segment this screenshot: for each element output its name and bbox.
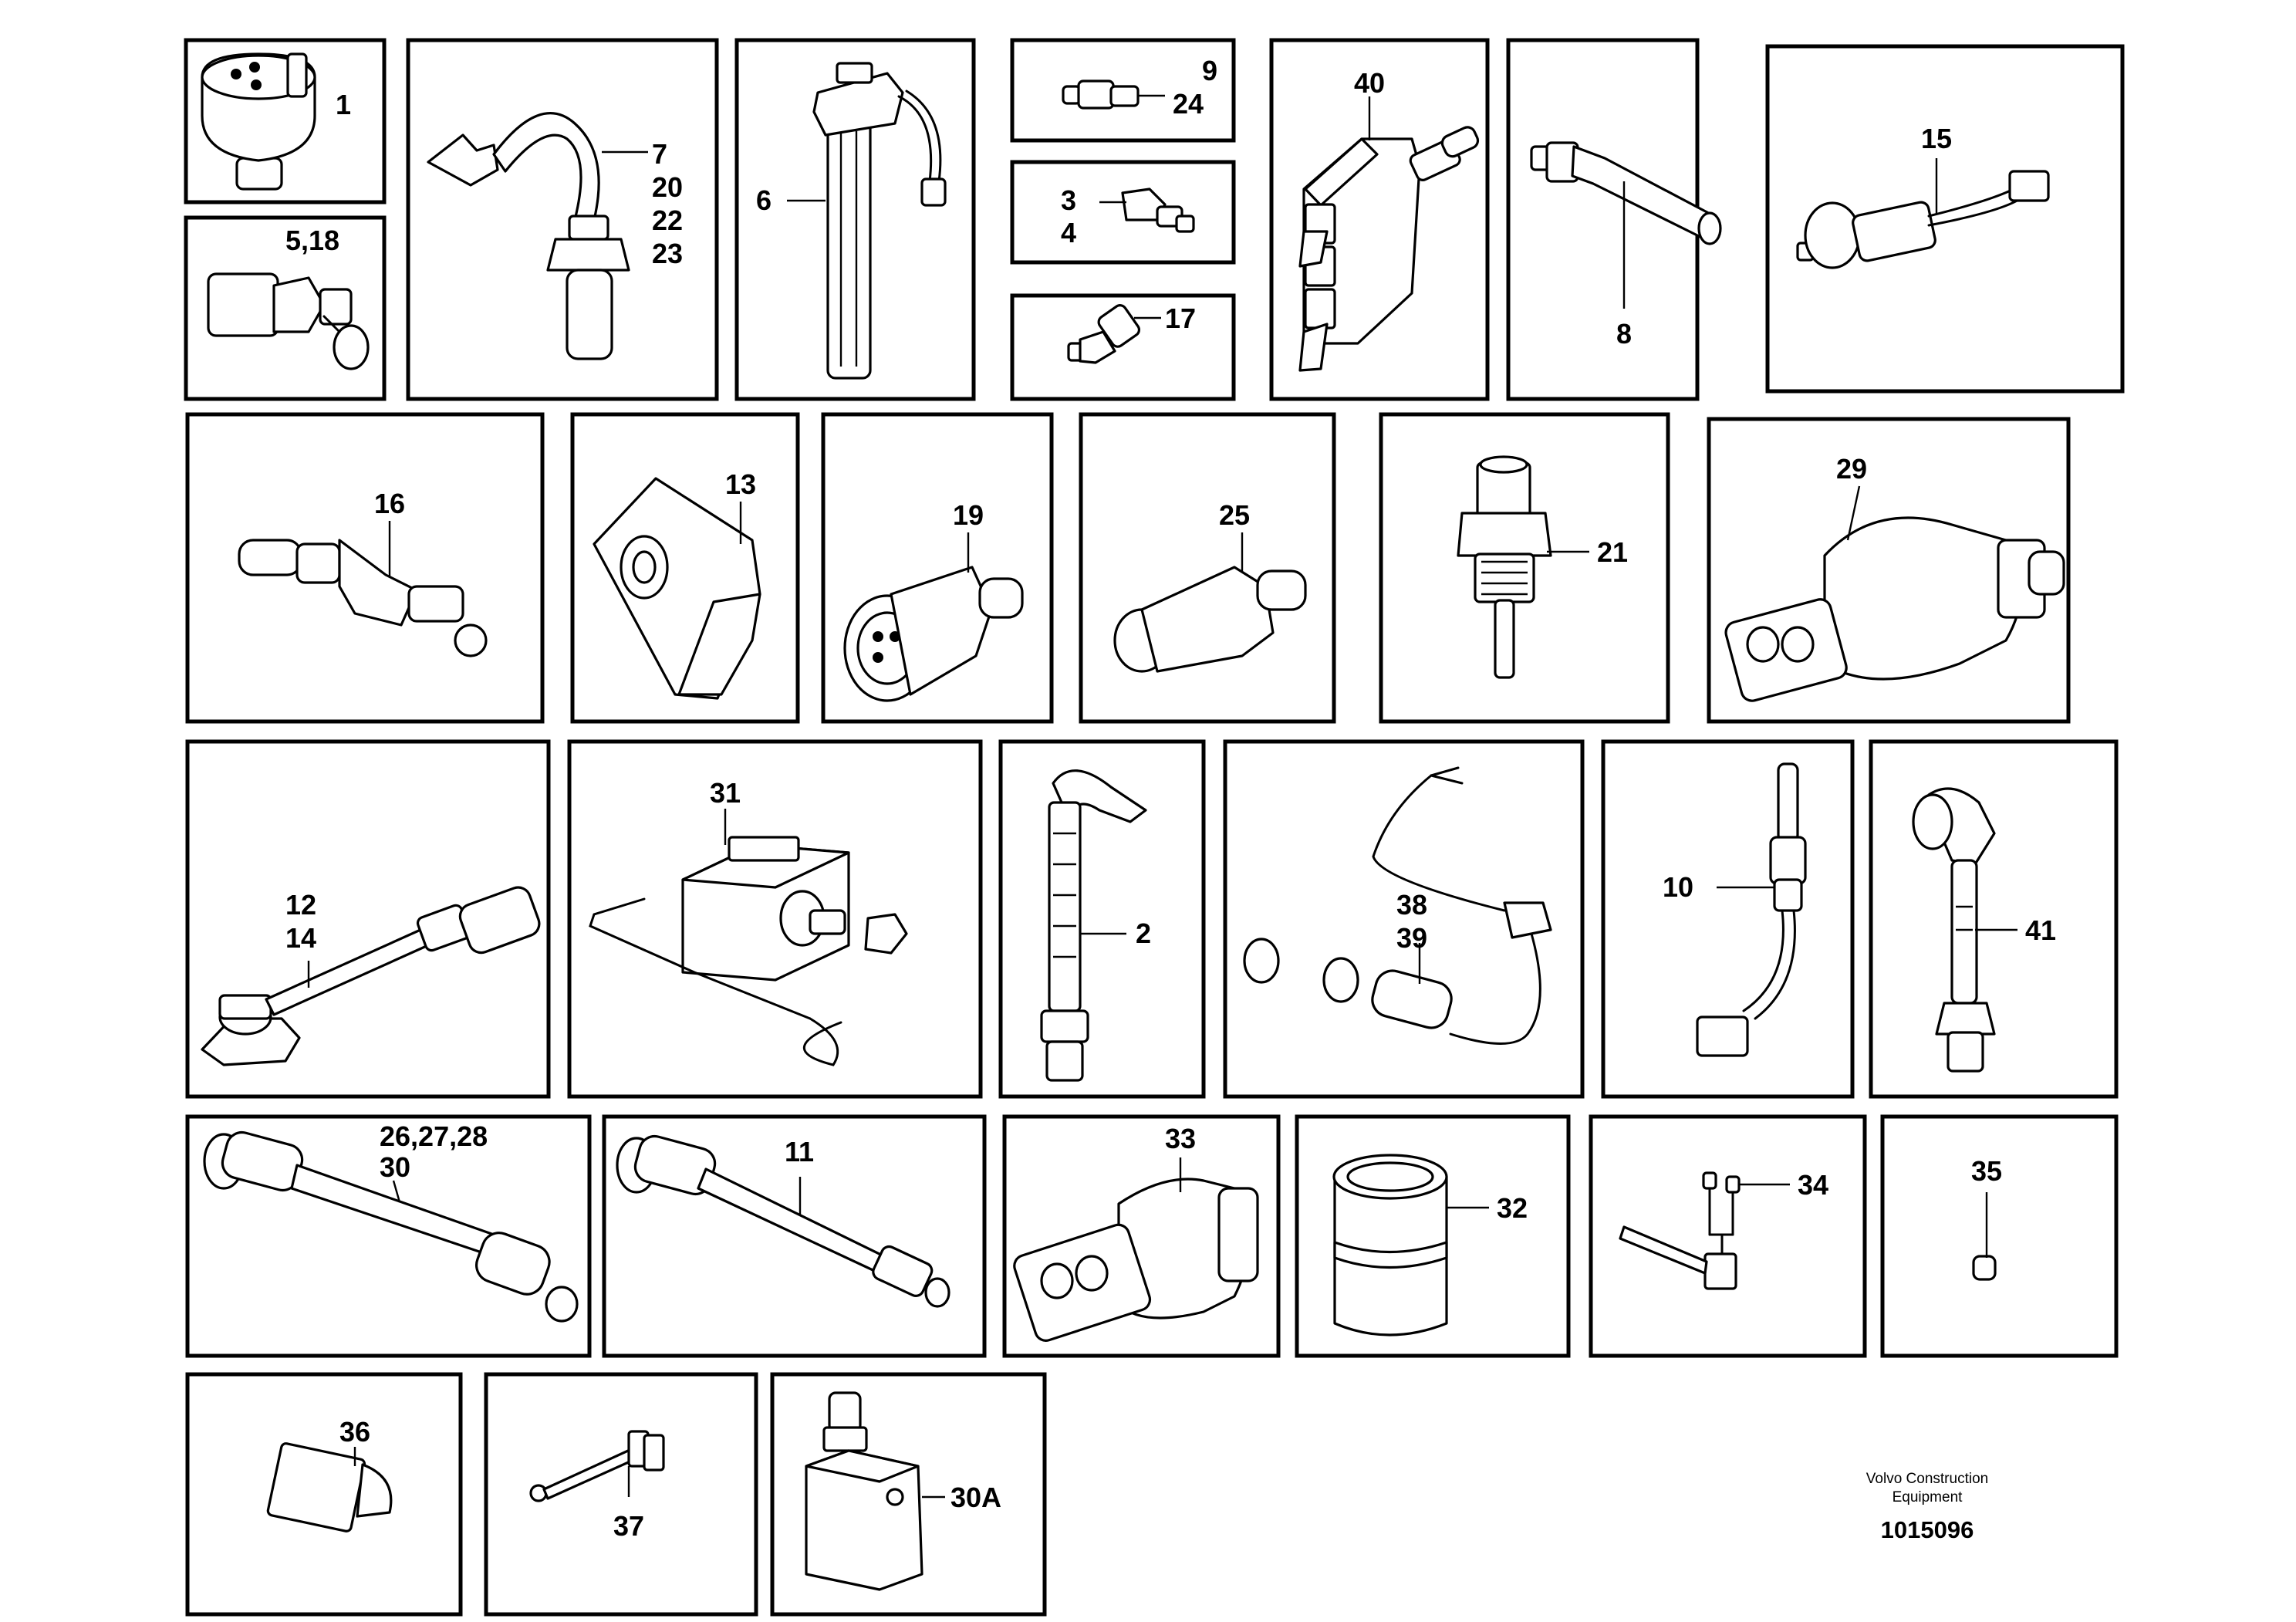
part-26-28-30-sensor-icon bbox=[203, 1130, 579, 1323]
part-37-sensor-icon bbox=[529, 1430, 665, 1502]
callout-14: 14 bbox=[285, 922, 316, 954]
part-1-pressure-switch-icon bbox=[201, 52, 316, 191]
callout-40: 40 bbox=[1354, 67, 1385, 99]
part-5-18-sender-icon bbox=[207, 272, 370, 370]
callout-24: 24 bbox=[1173, 88, 1204, 120]
callout-30a: 30A bbox=[950, 1482, 1001, 1513]
part-36-lens-icon bbox=[266, 1442, 393, 1532]
callout-10: 10 bbox=[1663, 871, 1693, 903]
part-31-thermostat-icon bbox=[589, 809, 908, 1066]
callout-1: 1 bbox=[336, 89, 351, 120]
part-34-sensor-icon bbox=[1619, 1171, 1790, 1290]
part-15-sensor-cable-icon bbox=[1796, 158, 2050, 269]
callout-5-18: 5,18 bbox=[285, 225, 339, 256]
part-3-4-switch-icon bbox=[1099, 188, 1195, 233]
callout-20: 20 bbox=[652, 171, 683, 203]
maker-name-line1: Volvo Construction bbox=[1866, 1471, 1988, 1487]
part-41-sensor-icon bbox=[1912, 787, 2017, 1073]
callout-32: 32 bbox=[1497, 1192, 1528, 1224]
part-9-24-switch-icon bbox=[1062, 79, 1165, 110]
part-35-plug-icon bbox=[1972, 1192, 1997, 1281]
callout-25: 25 bbox=[1219, 499, 1250, 531]
part-2-sensor-icon bbox=[1040, 769, 1147, 1082]
part-17-sensor-icon bbox=[1067, 304, 1161, 364]
callout-26-27-28: 26,27,28 bbox=[380, 1120, 488, 1152]
callout-4: 4 bbox=[1061, 217, 1076, 248]
part-38-39-sensor-icon bbox=[1243, 766, 1552, 1045]
callout-3: 3 bbox=[1061, 184, 1076, 216]
part-19-sensor-icon bbox=[843, 532, 1024, 702]
part-29-sender-icon bbox=[1724, 485, 2065, 702]
callout-labels: 1 5,18 7 20 22 23 6 9 24 3 4 17 40 8 15 … bbox=[285, 55, 2056, 1542]
callout-41: 41 bbox=[2025, 914, 2056, 946]
callout-7: 7 bbox=[652, 138, 667, 170]
callout-31: 31 bbox=[710, 777, 741, 809]
callout-36: 36 bbox=[339, 1416, 370, 1448]
maker-name-line2: Equipment bbox=[1893, 1489, 1963, 1505]
callout-17: 17 bbox=[1165, 302, 1196, 334]
callout-38: 38 bbox=[1396, 889, 1427, 921]
callout-8: 8 bbox=[1616, 318, 1632, 350]
callout-37: 37 bbox=[613, 1510, 644, 1542]
part-30a-switch-icon bbox=[805, 1391, 945, 1591]
part-21-sensor-icon bbox=[1457, 455, 1589, 679]
panel-frames bbox=[184, 38, 2125, 1617]
callout-2: 2 bbox=[1136, 917, 1151, 949]
callout-22: 22 bbox=[652, 204, 683, 236]
callout-34: 34 bbox=[1798, 1169, 1828, 1201]
part-32-sleeve-icon bbox=[1332, 1154, 1489, 1336]
callout-16: 16 bbox=[374, 488, 405, 519]
callout-39: 39 bbox=[1396, 922, 1427, 954]
callout-35: 35 bbox=[1971, 1155, 2002, 1187]
callout-11: 11 bbox=[785, 1136, 814, 1168]
callout-33: 33 bbox=[1165, 1123, 1196, 1154]
callout-19: 19 bbox=[953, 499, 984, 531]
callout-9: 9 bbox=[1202, 55, 1217, 86]
part-6-level-sensor-icon bbox=[787, 62, 947, 380]
part-33-sender-icon bbox=[1013, 1157, 1259, 1342]
part-25-sender-icon bbox=[1113, 532, 1307, 673]
part-12-14-speed-sensor-icon bbox=[201, 886, 541, 1066]
drawing-number: 1015096 bbox=[1881, 1516, 1974, 1543]
part-40-switch-block-icon bbox=[1298, 96, 1480, 372]
callout-15: 15 bbox=[1921, 123, 1952, 154]
part-16-sensor-icon bbox=[238, 521, 488, 657]
callout-12: 12 bbox=[285, 889, 316, 921]
callout-6: 6 bbox=[756, 184, 772, 216]
callout-23: 23 bbox=[652, 238, 683, 269]
part-7-sensor-cable-icon bbox=[427, 112, 648, 360]
part-8-sensor-icon bbox=[1530, 141, 1722, 309]
callout-29: 29 bbox=[1836, 453, 1867, 485]
part-11-speed-sensor-icon bbox=[616, 1134, 950, 1308]
part-13-throttle-sensor-icon bbox=[593, 477, 761, 700]
callout-21: 21 bbox=[1597, 536, 1628, 568]
callout-13: 13 bbox=[725, 468, 756, 500]
callout-30: 30 bbox=[380, 1151, 410, 1183]
drawing-footer: Volvo Construction Equipment 1015096 bbox=[1866, 1471, 1988, 1543]
part-10-sensor-cable-icon bbox=[1696, 762, 1807, 1057]
